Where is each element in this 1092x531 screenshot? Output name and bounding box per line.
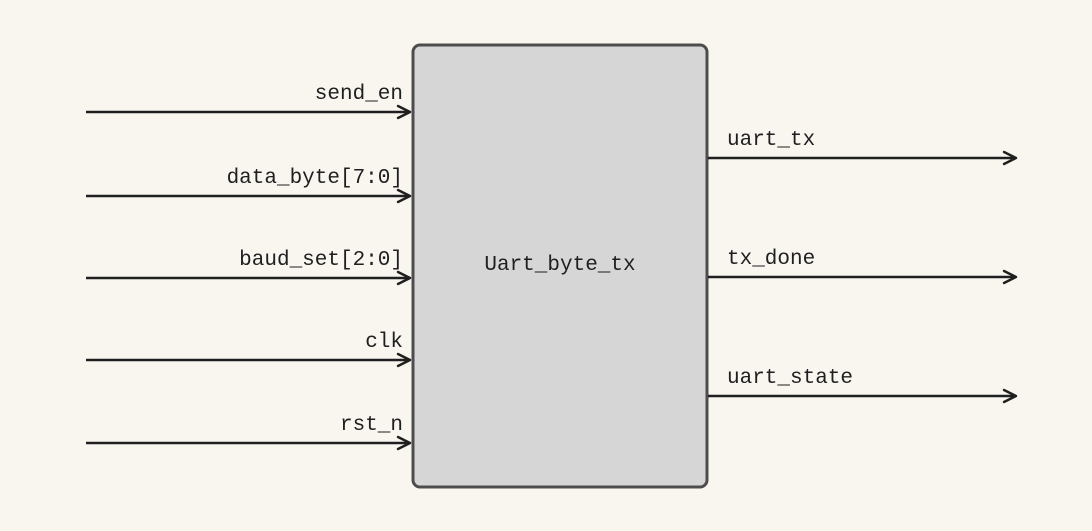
input-label-send-en: send_en (314, 83, 403, 106)
output-label-uart-tx: uart_tx (727, 129, 816, 152)
module-block (411, 43, 709, 489)
input-label-clk: clk (365, 331, 403, 354)
module-block-label: Uart_byte_tx (484, 254, 636, 277)
input-label-baud-set: baud_set[2:0] (239, 249, 403, 272)
input-label-rst-n: rst_n (339, 414, 403, 437)
output-label-tx-done: tx_done (727, 248, 816, 271)
input-label-data-byte: data_byte[7:0] (226, 167, 403, 190)
output-label-uart-state: uart_state (727, 367, 854, 390)
